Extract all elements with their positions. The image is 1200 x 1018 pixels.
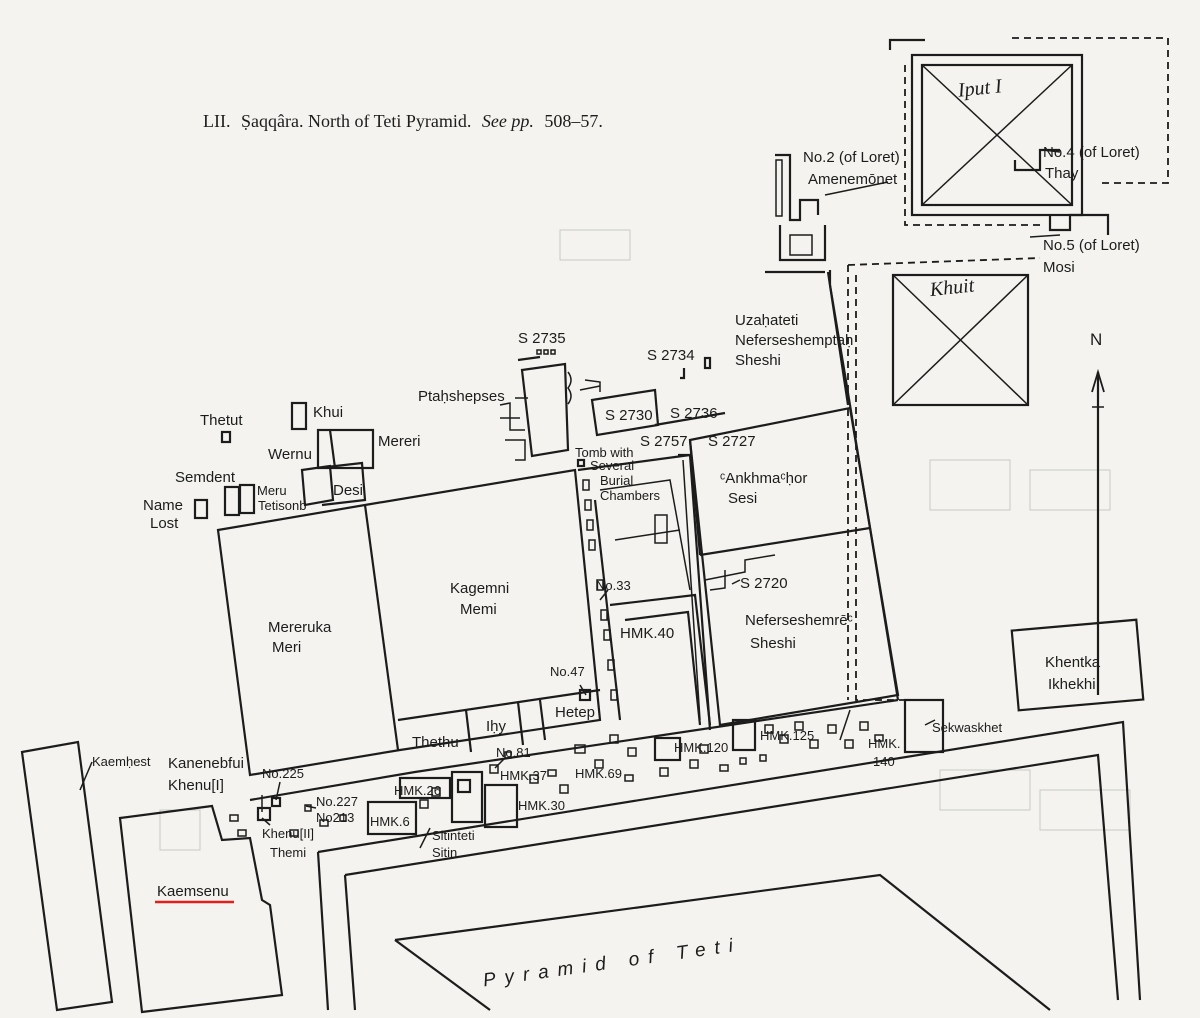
label-ankhmahor: ᶜAnkhmaᶜḥor [720,470,807,487]
label-no213: No213 [316,810,354,825]
label-s2736: S 2736 [670,405,718,422]
label-thethu: Thethu [412,734,459,751]
label-no5-loret: No.5 (of Loret) [1043,237,1140,254]
label-thetut: Thetut [200,412,243,429]
label-neferseshemptah: Neferseshemptaḥ [735,332,853,349]
faint-grid [159,229,1131,851]
label-khui: Khui [313,404,343,421]
label-no81: No.81 [496,745,531,760]
label-ikhekhi: Ikhekhi [1048,676,1096,693]
label-themi: Themi [270,845,306,860]
label-tomb-with: Tomb with [575,445,634,460]
label-sitinteti: Sitinteti [432,828,475,843]
label-burial: Burial [600,473,633,488]
label-thay: Thay [1045,165,1079,182]
label-s2727: S 2727 [708,433,756,450]
label-hmk120: HMK.120 [674,740,728,755]
label-sitin: Sitin [432,845,457,860]
labels: No.2 (of Loret) Amenemōnet No.4 (of Lore… [92,144,1140,900]
label-s2735: S 2735 [518,330,566,347]
small-shafts [229,721,884,837]
label-name: Name [143,497,183,514]
label-kaemhest: Kaemḥest [92,754,151,769]
label-hmk140-a: HMK. [868,736,901,751]
label-s2757: S 2757 [640,433,688,450]
label-khentka: Khentka [1045,654,1101,671]
label-s2730: S 2730 [605,407,653,424]
label-uzahateti: Uzaḥateti [735,312,798,329]
label-kaemsenu: Kaemsenu [157,883,229,900]
iput-pyramid [888,37,1169,235]
label-hmk26: HMK.26 [394,783,441,798]
label-meri: Meri [272,639,301,656]
label-hmk69: HMK.69 [575,766,622,781]
label-several: Several [590,458,634,473]
label-amenemonet: Amenemōnet [808,171,898,188]
iput-label: Iput I [956,75,1004,102]
label-s2720: S 2720 [740,575,788,592]
label-mereruka: Mereruka [268,619,332,636]
label-lost: Lost [150,515,179,532]
label-meru: Meru [257,483,287,498]
label-hmk30: HMK.30 [518,798,565,813]
label-kagemni: Kagemni [450,580,509,597]
label-no2-loret: No.2 (of Loret) [803,149,900,166]
label-s2734: S 2734 [647,347,695,364]
label-hmk6: HMK.6 [370,814,410,829]
label-khenu-i: Khenu[I] [168,777,224,794]
label-sesi: Sesi [728,490,757,507]
label-mosi: Mosi [1043,259,1075,276]
khentka-tomb [1010,618,1145,712]
label-hmk140-b: 140 [873,754,895,769]
plate-title: Ṣaqqâra. North of Teti Pyramid. [241,111,471,131]
label-tetisonb: Tetisonb [258,498,306,513]
label-hmk37: HMK.37 [500,768,547,783]
label-semdent: Semdent [175,469,236,486]
page-range: 508–57. [544,111,603,131]
plate-number: LII. [203,111,230,131]
khuit-pyramid [847,257,1041,701]
label-hmk40: HMK.40 [620,625,674,642]
label-khenu-ii: Khenu[II] [262,826,314,841]
see-reference: See pp. [482,111,534,131]
label-mereri: Mereri [378,433,421,450]
label-neferseshemre: Neferseshemrēᶜ [745,612,853,629]
label-hmk125: HMK.125 [760,728,814,743]
label-ptahshepses: Ptaḥshepses [418,388,505,405]
main-mastaba-complex [216,406,900,777]
label-kanenebfui: Kanenebfui [168,755,244,772]
teti-pyramid [316,720,1142,1011]
label-no33: No.33 [596,578,631,593]
khuit-label: Khuit [928,274,976,301]
label-chambers: Chambers [600,488,660,503]
label-ihy: Iḥy [486,718,507,735]
pyramid-of-teti-label: Pyramid of Teti [482,934,743,991]
label-no225: No.225 [262,766,304,781]
northern-small-tombs [193,349,726,520]
label-no4-loret: No.4 (of Loret) [1043,144,1140,161]
label-sheshi-south: Sheshi [750,635,796,652]
western-tombs [20,740,284,1014]
label-sekwaskhet: Sekwaskhet [932,720,1002,735]
svg-text:LII. Ṣaqqâra. North of Tet: LII. Ṣaqqâra. North of Teti Pyramid. See… [203,111,603,131]
leader-lines [79,149,1061,849]
label-no47: No.47 [550,664,585,679]
loret-no2-tomb [765,153,889,274]
label-no227: No.227 [316,794,358,809]
label-memi: Memi [460,601,497,618]
north-label: N [1090,330,1102,349]
label-wernu: Wernu [268,446,312,463]
label-hetep: Hetep [555,704,595,721]
label-sheshi-north: Sheshi [735,352,781,369]
north-arrow [1091,368,1105,695]
label-desi: Desi [333,482,363,499]
